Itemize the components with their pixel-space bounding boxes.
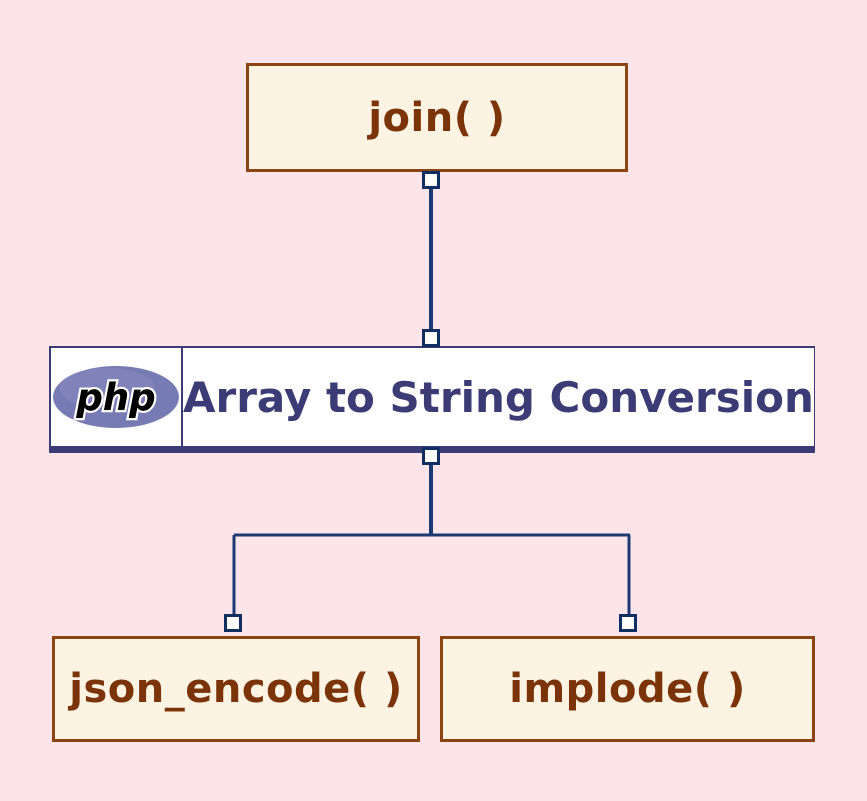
node-central[interactable]: php php Array to String Conversion <box>49 346 815 453</box>
node-join[interactable]: join( ) <box>246 63 628 172</box>
node-join-label: join( ) <box>368 94 506 141</box>
connector-square-implode-top[interactable] <box>619 614 637 632</box>
php-logo-text-fill: php <box>75 376 155 419</box>
php-logo-ellipse <box>53 366 179 428</box>
php-logo-icon: php php <box>53 366 179 428</box>
node-implode-label: implode( ) <box>509 666 746 712</box>
central-title: Array to String Conversion <box>183 372 814 422</box>
connector-square-json-encode-top[interactable] <box>224 614 242 632</box>
php-logo-cell: php php <box>51 348 183 446</box>
central-title-cell: Array to String Conversion <box>183 348 814 446</box>
connector-square-join-bottom[interactable] <box>422 171 440 189</box>
connector-square-central-bottom[interactable] <box>422 447 440 465</box>
node-json-encode[interactable]: json_encode( ) <box>52 636 420 742</box>
node-implode[interactable]: implode( ) <box>440 636 815 742</box>
connector-square-central-top[interactable] <box>422 329 440 347</box>
php-logo-text: php <box>75 376 155 419</box>
php-logo-ellipse-highlight <box>59 368 155 408</box>
node-json-encode-label: json_encode( ) <box>69 666 403 712</box>
